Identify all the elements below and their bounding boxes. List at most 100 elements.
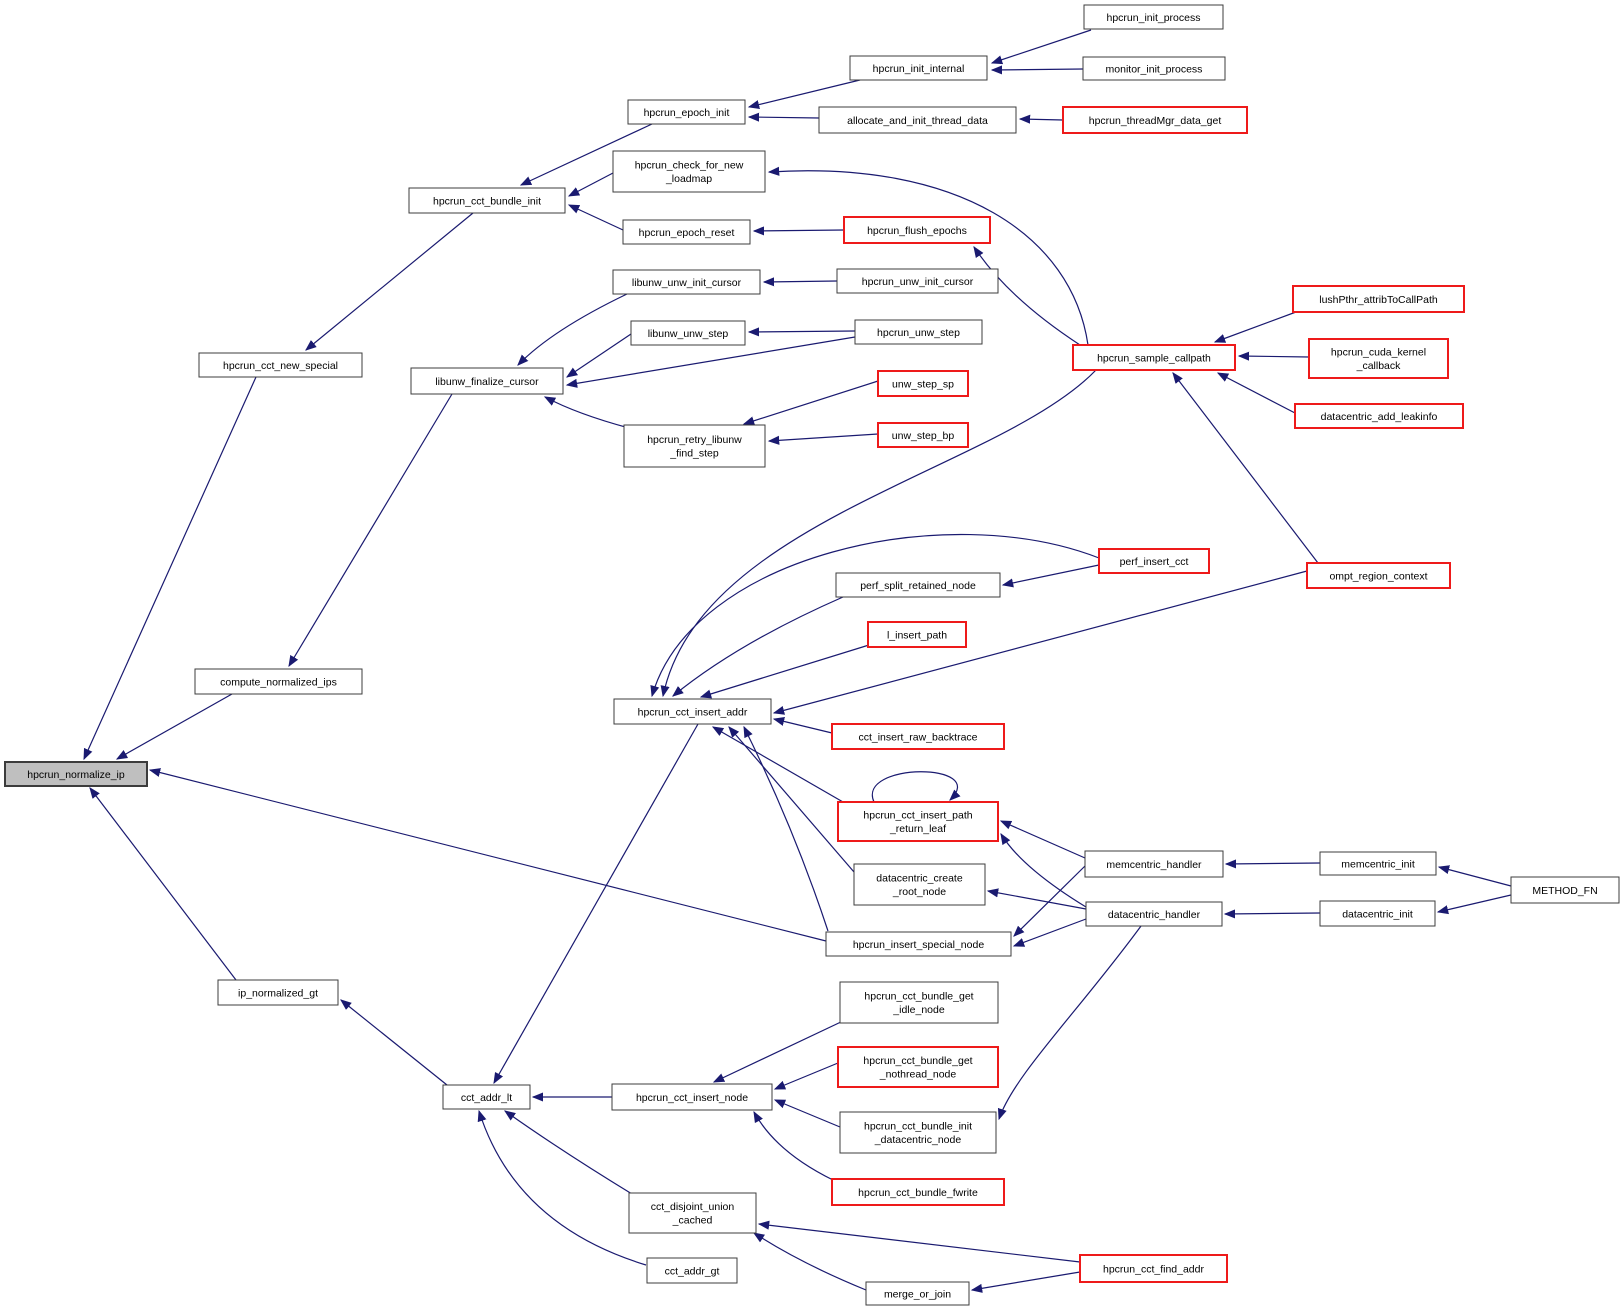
node-box-hpcrun_threadMgr_data_get bbox=[1062, 106, 1248, 134]
edge-ompt_region_context-to-hpcrun_sample_callpath bbox=[1172, 372, 1319, 564]
edge-datacentric_init-to-datacentric_handler bbox=[1223, 909, 1321, 919]
node-cct_disjoint_union_cached[interactable]: cct_disjoint_union_cached bbox=[628, 1192, 757, 1234]
node-hpcrun_check_for_new_loadmap[interactable]: hpcrun_check_for_new_loadmap bbox=[612, 150, 766, 193]
node-hpcrun_epoch_init[interactable]: hpcrun_epoch_init bbox=[627, 99, 746, 125]
edge-ip_normalized_gt-to-hpcrun_normalize_ip bbox=[89, 787, 237, 981]
node-lushPthr_attribToCallPath[interactable]: lushPthr_attribToCallPath bbox=[1292, 285, 1465, 313]
node-hpcrun_init_process[interactable]: hpcrun_init_process bbox=[1083, 4, 1224, 30]
node-box-libunw_unw_step bbox=[630, 320, 746, 346]
node-cct_insert_raw_backtrace[interactable]: cct_insert_raw_backtrace bbox=[831, 723, 1005, 750]
node-datacentric_add_leakinfo[interactable]: datacentric_add_leakinfo bbox=[1294, 403, 1464, 429]
node-box-hpcrun_flush_epochs bbox=[843, 216, 991, 244]
node-hpcrun_init_internal[interactable]: hpcrun_init_internal bbox=[849, 55, 988, 81]
edge-memcentric_handler-to-hpcrun_cct_insert_path_return_leaf bbox=[999, 820, 1086, 859]
edge-hpcrun_insert_special_node-to-hpcrun_cct_insert_addr bbox=[743, 725, 829, 932]
node-datacentric_init[interactable]: datacentric_init bbox=[1319, 900, 1436, 927]
node-cct_addr_gt[interactable]: cct_addr_gt bbox=[646, 1257, 738, 1284]
edge-hpcrun_cct_bundle_init_datacentric_node-to-hpcrun_cct_insert_node bbox=[773, 1099, 841, 1128]
node-hpcrun_unw_step[interactable]: hpcrun_unw_step bbox=[854, 319, 983, 345]
node-label-hpcrun_cct_insert_path_return_leaf: hpcrun_cct_insert_path_return_leaf bbox=[863, 810, 972, 836]
node-cct_addr_lt[interactable]: cct_addr_lt bbox=[442, 1084, 531, 1110]
node-box-hpcrun_cct_insert_addr bbox=[613, 698, 772, 725]
node-box-hpcrun_insert_special_node bbox=[825, 931, 1012, 957]
node-label-unw_step_sp: unw_step_sp bbox=[892, 378, 954, 390]
node-hpcrun_cct_bundle_get_idle_node[interactable]: hpcrun_cct_bundle_get_idle_node bbox=[839, 981, 999, 1024]
node-hpcrun_epoch_reset[interactable]: hpcrun_epoch_reset bbox=[622, 219, 751, 245]
node-label-ompt_region_context: ompt_region_context bbox=[1329, 570, 1427, 582]
node-hpcrun_cct_bundle_init_datacentric_node[interactable]: hpcrun_cct_bundle_init_datacentric_node bbox=[839, 1111, 997, 1154]
node-METHOD_FN[interactable]: METHOD_FN bbox=[1510, 876, 1620, 904]
node-hpcrun_cct_insert_path_return_leaf[interactable]: hpcrun_cct_insert_path_return_leaf bbox=[837, 801, 999, 842]
node-label-hpcrun_cct_bundle_get_idle_node: hpcrun_cct_bundle_get_idle_node bbox=[864, 991, 973, 1017]
node-hpcrun_cct_find_addr[interactable]: hpcrun_cct_find_addr bbox=[1079, 1254, 1228, 1283]
node-box-perf_insert_cct bbox=[1098, 548, 1210, 574]
node-label-hpcrun_cct_find_addr: hpcrun_cct_find_addr bbox=[1103, 1263, 1204, 1275]
node-hpcrun_cct_bundle_get_nothread_node[interactable]: hpcrun_cct_bundle_get_nothread_node bbox=[837, 1046, 999, 1088]
edge-hpcrun_cuda_kernel_callback-to-hpcrun_sample_callpath bbox=[1237, 351, 1310, 361]
node-label-hpcrun_epoch_init: hpcrun_epoch_init bbox=[644, 107, 730, 119]
node-unw_step_sp[interactable]: unw_step_sp bbox=[877, 370, 969, 397]
edge-libunw_unw_init_cursor-to-libunw_finalize_cursor bbox=[517, 293, 628, 366]
node-box-hpcrun_retry_libunw_find_step bbox=[623, 424, 766, 468]
node-label-hpcrun_cct_bundle_fwrite: hpcrun_cct_bundle_fwrite bbox=[858, 1187, 978, 1199]
edge-hpcrun_unw_step-to-libunw_unw_step bbox=[747, 327, 856, 337]
node-ompt_region_context[interactable]: ompt_region_context bbox=[1306, 562, 1451, 589]
node-label-datacentric_init: datacentric_init bbox=[1342, 908, 1413, 920]
node-monitor_init_process[interactable]: monitor_init_process bbox=[1082, 56, 1226, 81]
node-unw_step_bp[interactable]: unw_step_bp bbox=[877, 422, 969, 448]
edge-memcentric_init-to-memcentric_handler bbox=[1224, 859, 1321, 869]
node-memcentric_handler[interactable]: memcentric_handler bbox=[1084, 850, 1224, 878]
node-hpcrun_unw_init_cursor[interactable]: hpcrun_unw_init_cursor bbox=[836, 268, 999, 294]
node-libunw_unw_step[interactable]: libunw_unw_step bbox=[630, 320, 746, 346]
node-allocate_and_init_thread_data[interactable]: allocate_and_init_thread_data bbox=[818, 106, 1017, 134]
node-label-cct_addr_lt: cct_addr_lt bbox=[461, 1092, 512, 1104]
node-label-libunw_unw_init_cursor: libunw_unw_init_cursor bbox=[632, 277, 742, 289]
edge-hpcrun_cct_bundle_init-to-hpcrun_cct_new_special bbox=[305, 212, 474, 351]
edge-datacentric_add_leakinfo-to-hpcrun_sample_callpath bbox=[1216, 372, 1296, 414]
node-box-datacentric_add_leakinfo bbox=[1294, 403, 1464, 429]
node-perf_insert_cct[interactable]: perf_insert_cct bbox=[1098, 548, 1210, 574]
node-hpcrun_cct_insert_node[interactable]: hpcrun_cct_insert_node bbox=[611, 1083, 773, 1111]
node-box-hpcrun_unw_init_cursor bbox=[836, 268, 999, 294]
node-datacentric_handler[interactable]: datacentric_handler bbox=[1085, 901, 1223, 927]
edge-ompt_region_context-to-hpcrun_cct_insert_addr bbox=[772, 570, 1308, 715]
edge-hpcrun_cct_find_addr-to-merge_or_join bbox=[970, 1271, 1081, 1293]
node-label-cct_insert_raw_backtrace: cct_insert_raw_backtrace bbox=[858, 731, 977, 743]
edge-hpcrun_cct_bundle_get_nothread_node-to-hpcrun_cct_insert_node bbox=[773, 1062, 839, 1090]
node-hpcrun_normalize_ip[interactable]: hpcrun_normalize_ip bbox=[4, 761, 148, 787]
node-libunw_finalize_cursor[interactable]: libunw_finalize_cursor bbox=[410, 367, 564, 395]
node-hpcrun_cct_bundle_init[interactable]: hpcrun_cct_bundle_init bbox=[408, 187, 566, 214]
edge-hpcrun_init_internal-to-hpcrun_epoch_init bbox=[747, 79, 861, 110]
node-hpcrun_insert_special_node[interactable]: hpcrun_insert_special_node bbox=[825, 931, 1012, 957]
node-datacentric_create_root_node[interactable]: datacentric_create_root_node bbox=[853, 863, 986, 906]
node-box-hpcrun_check_for_new_loadmap bbox=[612, 150, 766, 193]
node-libunw_unw_init_cursor[interactable]: libunw_unw_init_cursor bbox=[612, 269, 761, 295]
node-label-l_insert_path: l_insert_path bbox=[887, 629, 947, 641]
edge-hpcrun_sample_callpath-to-hpcrun_check_for_new_loadmap bbox=[767, 166, 1089, 346]
node-hpcrun_threadMgr_data_get[interactable]: hpcrun_threadMgr_data_get bbox=[1062, 106, 1248, 134]
node-label-hpcrun_cct_bundle_get_nothread_node: hpcrun_cct_bundle_get_nothread_node bbox=[863, 1055, 972, 1081]
node-merge_or_join[interactable]: merge_or_join bbox=[865, 1281, 970, 1306]
node-hpcrun_cct_insert_addr[interactable]: hpcrun_cct_insert_addr bbox=[613, 698, 772, 725]
node-box-hpcrun_cct_bundle_fwrite bbox=[831, 1178, 1005, 1206]
node-hpcrun_cct_bundle_fwrite[interactable]: hpcrun_cct_bundle_fwrite bbox=[831, 1178, 1005, 1206]
node-compute_normalized_ips[interactable]: compute_normalized_ips bbox=[194, 668, 363, 695]
edge-hpcrun_flush_epochs-to-hpcrun_epoch_reset bbox=[752, 226, 845, 236]
node-hpcrun_flush_epochs[interactable]: hpcrun_flush_epochs bbox=[843, 216, 991, 244]
edge-datacentric_handler-to-hpcrun_insert_special_node bbox=[1012, 918, 1087, 947]
node-label-allocate_and_init_thread_data: allocate_and_init_thread_data bbox=[847, 115, 988, 127]
edge-libunw_finalize_cursor-to-compute_normalized_ips bbox=[288, 393, 453, 668]
node-hpcrun_cct_new_special[interactable]: hpcrun_cct_new_special bbox=[198, 352, 363, 378]
node-l_insert_path[interactable]: l_insert_path bbox=[867, 621, 967, 648]
node-hpcrun_retry_libunw_find_step[interactable]: hpcrun_retry_libunw_find_step bbox=[623, 424, 766, 468]
edge-hpcrun_init_process-to-hpcrun_init_internal bbox=[990, 29, 1092, 65]
node-hpcrun_cuda_kernel_callback[interactable]: hpcrun_cuda_kernel_callback bbox=[1308, 338, 1449, 379]
node-hpcrun_sample_callpath[interactable]: hpcrun_sample_callpath bbox=[1072, 344, 1236, 371]
node-memcentric_init[interactable]: memcentric_init bbox=[1319, 851, 1437, 876]
node-box-merge_or_join bbox=[865, 1281, 970, 1306]
node-ip_normalized_gt[interactable]: ip_normalized_gt bbox=[217, 979, 339, 1006]
edge-perf_split_retained_node-to-hpcrun_cct_insert_addr bbox=[672, 596, 844, 697]
edge-METHOD_FN-to-memcentric_init bbox=[1437, 865, 1512, 887]
node-perf_split_retained_node[interactable]: perf_split_retained_node bbox=[835, 572, 1001, 598]
